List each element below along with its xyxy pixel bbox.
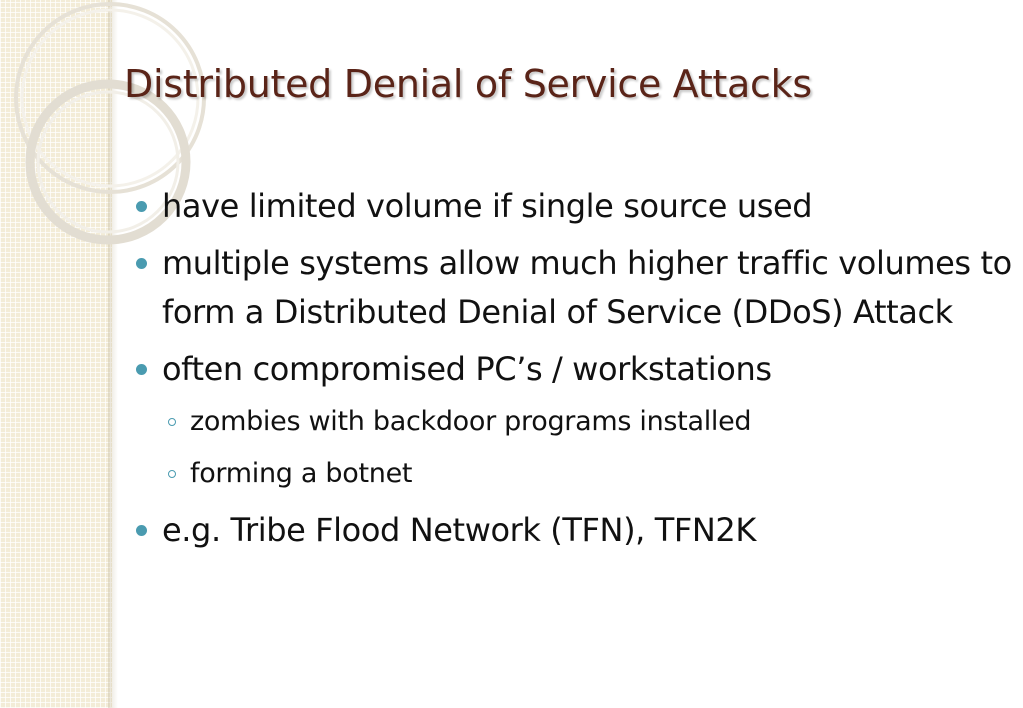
slide-title: Distributed Denial of Service Attacks xyxy=(124,62,812,106)
bullet-text: e.g. Tribe Flood Network (TFN), TFN2K xyxy=(162,511,756,549)
bullet-dot-icon xyxy=(136,258,147,269)
bullet-item: e.g. Tribe Flood Network (TFN), TFN2K xyxy=(134,506,1019,555)
bullet-list: have limited volume if single source use… xyxy=(134,182,1019,563)
side-grid-band xyxy=(0,0,112,708)
sub-bullet-circle-icon xyxy=(168,418,176,426)
sub-bullet-text: forming a botnet xyxy=(190,458,413,489)
bullet-dot-icon xyxy=(136,525,147,536)
sub-bullet-text: zombies with backdoor programs installed xyxy=(190,406,752,437)
bullet-text: multiple systems allow much higher traff… xyxy=(162,244,1012,331)
bullet-item: have limited volume if single source use… xyxy=(134,182,1019,231)
bullet-text: often compromised PC’s / workstations xyxy=(162,350,772,388)
bullet-item: often compromised PC’s / workstations xyxy=(134,345,1019,394)
bullet-dot-icon xyxy=(136,201,147,212)
sub-bullet-circle-icon xyxy=(168,470,176,478)
bullet-dot-icon xyxy=(136,364,147,375)
bullet-text: have limited volume if single source use… xyxy=(162,187,813,225)
sub-bullet-item: forming a botnet xyxy=(134,454,1019,494)
sub-bullet-item: zombies with backdoor programs installed xyxy=(134,402,1019,442)
bullet-item: multiple systems allow much higher traff… xyxy=(134,239,1019,337)
side-band-shadow xyxy=(108,0,118,708)
